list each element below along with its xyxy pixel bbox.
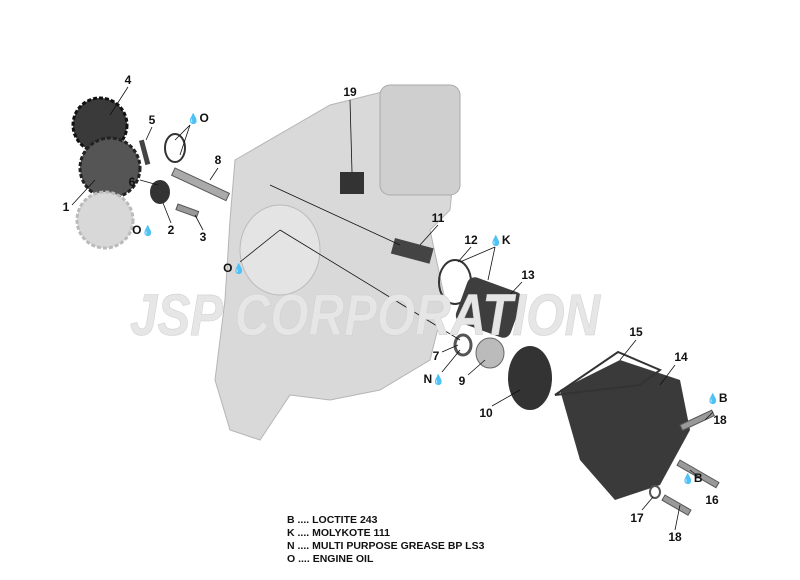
callout-loctite: 💧B [706, 391, 728, 405]
callout-15: 15 [629, 325, 643, 339]
cover-opening [239, 204, 321, 296]
pin-5 [138, 139, 151, 166]
callout-12: 12 [464, 233, 478, 247]
callout-11: 11 [431, 211, 445, 225]
drop-icon: 💧 [489, 236, 502, 247]
lubricant-legend: B .... LOCTITE 243 K .... MOLYKOTE 111 N… [287, 514, 484, 566]
callout-7: 7 [432, 349, 440, 363]
legend-item: N .... MULTI PURPOSE GREASE BP LS3 [287, 540, 485, 552]
gasket-15 [554, 350, 662, 396]
seal-2 [150, 180, 170, 204]
washer-17 [649, 485, 661, 499]
callout-8: 8 [214, 153, 222, 167]
callout-6: 6 [128, 175, 136, 189]
callout-18: 18 [668, 530, 682, 544]
callout-loctite: 💧B [681, 471, 703, 485]
callout-13: 13 [521, 268, 535, 282]
callout-10: 10 [479, 406, 493, 420]
callout-14: 14 [674, 350, 688, 364]
housing-13 [455, 277, 523, 338]
impeller-10 [508, 346, 552, 410]
callout-19: 19 [343, 85, 357, 99]
drop-icon: 💧 [187, 114, 200, 125]
gear-ghost [75, 190, 135, 250]
callout-engine-oil: O💧 [132, 223, 154, 237]
screw-18b [661, 494, 692, 516]
callout-9: 9 [458, 374, 466, 388]
callout-17: 17 [630, 511, 644, 525]
cylinder-fins [379, 84, 461, 196]
callout-grease: N💧 [423, 372, 445, 386]
o-ring-6 [164, 133, 186, 163]
bearing-9 [475, 337, 505, 369]
gear-1 [78, 136, 142, 200]
leader-lines [71, 86, 714, 531]
callout-16: 16 [705, 493, 719, 507]
legend-item: B .... LOCTITE 243 [287, 514, 378, 526]
screw-16 [676, 459, 720, 489]
callout-engine-oil: 💧O [187, 111, 209, 125]
shaft-8 [170, 167, 231, 202]
screw-18a [679, 409, 715, 432]
drop-icon: 💧 [232, 264, 245, 275]
water-pump-cover-14 [560, 360, 690, 500]
seal-7 [453, 333, 473, 357]
drop-icon: 💧 [706, 394, 719, 405]
callout-molykote: 💧K [489, 233, 511, 247]
callout-3: 3 [199, 230, 207, 244]
thermostat-11 [390, 238, 434, 264]
drop-icon: 💧 [141, 226, 154, 237]
drop-icon: 💧 [681, 474, 694, 485]
callout-18: 18 [713, 413, 727, 427]
part-19 [340, 172, 364, 194]
callout-1: 1 [62, 200, 70, 214]
legend-item: K .... MOLYKOTE 111 [287, 527, 390, 539]
legend-item: O .... ENGINE OIL [287, 553, 374, 565]
drop-icon: 💧 [432, 375, 445, 386]
callout-engine-oil: O💧 [223, 261, 245, 275]
callout-2: 2 [167, 223, 175, 237]
callout-4: 4 [124, 73, 132, 87]
screw-3 [175, 203, 200, 218]
callout-5: 5 [148, 113, 156, 127]
watermark: JSP CORPORATION [130, 283, 601, 348]
